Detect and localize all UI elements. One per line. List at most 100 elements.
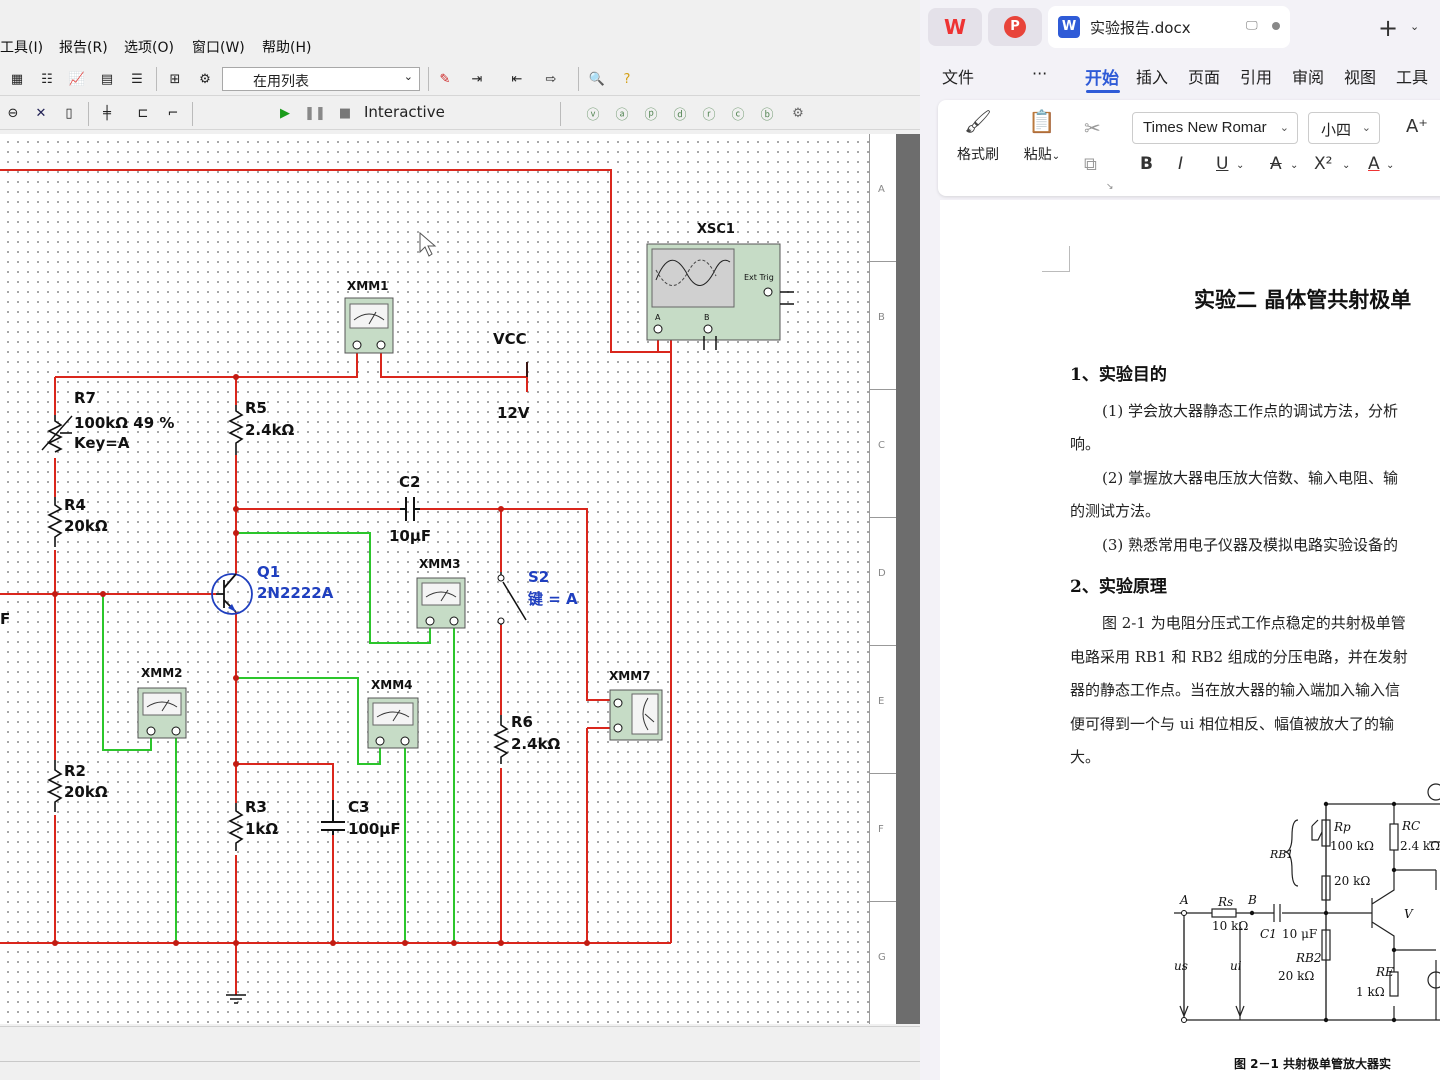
- r6-value: 2.4kΩ: [511, 735, 561, 753]
- in-use-list-dropdown[interactable]: 在用列表 ⌄: [222, 67, 420, 91]
- tab-page[interactable]: 页面: [1188, 68, 1221, 87]
- figure-caption: 图 2－1 共射极单管放大器实: [1234, 1057, 1392, 1071]
- wps-home-icon[interactable]: W: [928, 8, 982, 46]
- menu-options[interactable]: 选项(O): [124, 40, 174, 56]
- ruler-d: D: [878, 568, 886, 579]
- document-tab[interactable]: W 实验报告.docx 🖵: [1048, 6, 1290, 48]
- bom-icon[interactable]: ☰: [131, 71, 143, 87]
- document-page[interactable]: 实验二 晶体管共射极单 1、实验目的 (1) 学会放大器静态工作点的调试方法，分…: [940, 200, 1440, 1080]
- probe-diff-icon[interactable]: ⓓ: [673, 107, 687, 123]
- menu-help[interactable]: 帮助(H): [262, 40, 312, 56]
- tab-insert[interactable]: 插入: [1136, 68, 1169, 87]
- erc-icon[interactable]: ✎: [439, 71, 451, 87]
- strikethrough-button[interactable]: A: [1270, 154, 1282, 174]
- probe-voltage-icon[interactable]: ⓥ: [586, 107, 600, 123]
- new-tab-plus-icon[interactable]: +: [1378, 14, 1399, 42]
- r2-label: R2: [64, 762, 86, 780]
- monitor-icon[interactable]: 🖵: [1246, 18, 1258, 32]
- tab-home[interactable]: 开始: [1085, 69, 1119, 89]
- grow-font-icon[interactable]: A⁺: [1406, 116, 1428, 137]
- pause-icon[interactable]: ❚❚: [304, 105, 326, 121]
- chevron-down-icon[interactable]: ⌄: [1386, 160, 1395, 171]
- capacitor-icon[interactable]: ▯: [65, 105, 73, 121]
- chevron-down-icon[interactable]: ⌄: [1342, 160, 1351, 171]
- fig-r20: 20 kΩ: [1334, 874, 1370, 888]
- bus-icon[interactable]: ⌐: [167, 105, 179, 121]
- component-icon[interactable]: ✕: [35, 105, 47, 121]
- cut-icon[interactable]: ✂: [1084, 116, 1101, 140]
- menu-window[interactable]: 窗口(W): [192, 40, 245, 56]
- tab-file[interactable]: 文件: [942, 68, 975, 87]
- font-size-select[interactable]: 小四 ⌄: [1308, 112, 1380, 144]
- postprocessor-icon[interactable]: ▤: [100, 71, 114, 87]
- spreadsheet-icon[interactable]: ☷: [41, 71, 53, 87]
- format-painter-label: 格式刷: [957, 147, 999, 163]
- component-wizard-icon[interactable]: ⊞: [169, 71, 181, 87]
- chevron-down-icon[interactable]: ⌄: [1290, 160, 1299, 171]
- active-tab-indicator: [1086, 90, 1120, 93]
- menu-reports[interactable]: 报告(R): [59, 40, 108, 56]
- probe-settings-icon[interactable]: ⚙: [792, 105, 804, 121]
- grid-view-icon[interactable]: ▦: [10, 71, 24, 87]
- run-icon[interactable]: ▶: [280, 105, 290, 121]
- bold-button[interactable]: B: [1140, 154, 1153, 174]
- underline-button[interactable]: U: [1216, 154, 1229, 174]
- font-size-value: 小四: [1321, 121, 1352, 139]
- scope-a-label: A: [655, 313, 661, 322]
- database-icon[interactable]: ⚙: [199, 71, 211, 87]
- vertical-scrollbar[interactable]: [896, 134, 920, 1024]
- ruler-a: A: [878, 184, 885, 195]
- menu-tools[interactable]: 工具(I): [0, 40, 44, 56]
- tab-references[interactable]: 引用: [1240, 68, 1273, 87]
- paragraph-line: 器的静态工作点。当在放大器的输入端加入输入信: [1070, 681, 1401, 699]
- probe-bus-icon[interactable]: ⓑ: [760, 107, 774, 123]
- hierarchy-icon[interactable]: ⊏: [137, 105, 149, 121]
- xmm7-label: XMM7: [609, 669, 650, 683]
- tab-review[interactable]: 审阅: [1292, 68, 1325, 87]
- italic-button[interactable]: I: [1178, 154, 1184, 174]
- font-name-select[interactable]: Times New Romar ⌄: [1132, 112, 1298, 144]
- stop-icon[interactable]: ■: [338, 105, 352, 121]
- paste-button[interactable]: 📋 粘贴⌄: [1018, 110, 1066, 164]
- ext-trig-label: Ext Trig: [744, 273, 774, 282]
- power-icon[interactable]: ╪: [103, 105, 111, 121]
- paste-label: 粘贴: [1023, 147, 1052, 163]
- multisim-window: 工具(I) 报告(R) 选项(O) 窗口(W) 帮助(H) ▦ ☷ 📈 ▤ ☰ …: [0, 0, 920, 1080]
- probe-ref-icon[interactable]: ⓡ: [702, 107, 716, 123]
- tab-more[interactable]: ···: [1032, 64, 1048, 83]
- back-annotate-icon[interactable]: ⇤: [511, 71, 523, 87]
- paragraph-line: 图 2-1 为电阻分压式工作点稳定的共射极单管: [1102, 614, 1406, 632]
- forward-annotate-icon[interactable]: ⇨: [545, 71, 557, 87]
- menu-bar: 工具(I) 报告(R) 选项(O) 窗口(W) 帮助(H): [0, 34, 920, 58]
- tab-view[interactable]: 视图: [1344, 68, 1377, 87]
- font-color-button[interactable]: A: [1368, 154, 1380, 174]
- superscript-button[interactable]: X²: [1314, 154, 1333, 174]
- copy-icon[interactable]: ⧉: [1084, 154, 1097, 175]
- fig-v: V: [1404, 907, 1414, 921]
- probe-power-icon[interactable]: ⓟ: [644, 107, 658, 123]
- grapher-icon[interactable]: 📈: [68, 71, 86, 87]
- probe-icon[interactable]: ⊖: [7, 105, 19, 121]
- tab-tools[interactable]: 工具: [1396, 68, 1429, 87]
- fig-us: us: [1174, 959, 1188, 973]
- toolbar-simulation: ⊖ ✕ ▯ ╪ ⊏ ⌐ ▶ ❚❚ ■ Interactive ⓥ ⓐ ⓟ ⓓ ⓡ…: [0, 97, 920, 130]
- chevron-down-icon[interactable]: ⌄: [1236, 160, 1245, 171]
- help-icon[interactable]: ?: [623, 71, 631, 87]
- probe-current-icon[interactable]: ⓐ: [615, 107, 629, 123]
- search-icon[interactable]: 🔍: [588, 71, 606, 87]
- format-painter-button[interactable]: 🖌 格式刷: [954, 110, 1002, 164]
- unsaved-dot-icon[interactable]: [1272, 22, 1280, 30]
- dialog-launcher-icon[interactable]: ↘: [1106, 182, 1114, 192]
- fig-rc: RC: [1401, 819, 1420, 833]
- r7-label: R7: [74, 389, 96, 407]
- r3-label: R3: [245, 798, 267, 816]
- r4-value: 20kΩ: [64, 517, 108, 535]
- q1-label: Q1: [257, 563, 280, 581]
- fig-rs-value: 10 kΩ: [1212, 919, 1248, 933]
- sim-mode-label[interactable]: Interactive: [364, 103, 445, 121]
- chevron-down-icon[interactable]: ⌄: [1410, 20, 1420, 33]
- pdf-app-icon[interactable]: P: [988, 8, 1042, 46]
- transfer-icon[interactable]: ⇥: [471, 71, 483, 87]
- c2-value: 10µF: [389, 527, 431, 545]
- probe-digital-icon[interactable]: ⓒ: [731, 107, 745, 123]
